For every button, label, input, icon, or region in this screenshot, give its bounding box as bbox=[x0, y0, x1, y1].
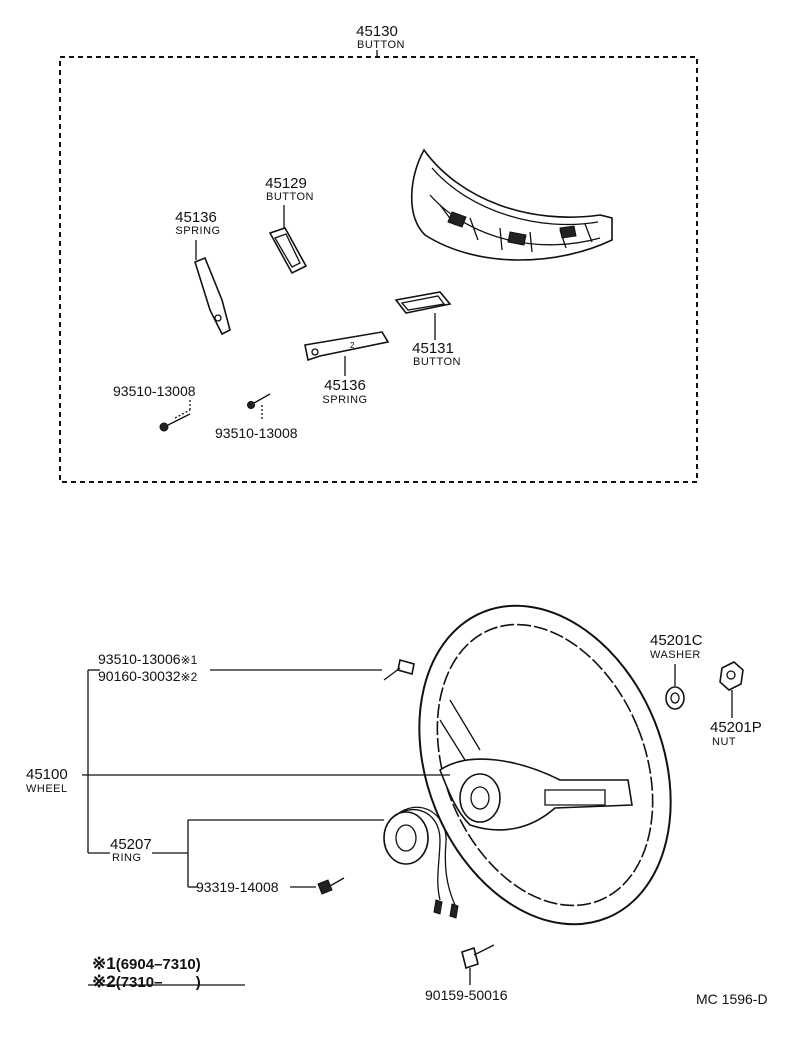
screw-ring-number: 93319-14008 bbox=[196, 879, 279, 895]
ring-number: 45207 bbox=[110, 836, 152, 853]
leader-lines bbox=[82, 669, 450, 986]
washer-name: WASHER bbox=[650, 649, 701, 661]
note-1: ※1(6904–7310) bbox=[92, 954, 201, 973]
nut-name: NUT bbox=[712, 736, 737, 748]
ring-name: RING bbox=[112, 852, 142, 864]
spring-bottom-number: 45136 bbox=[324, 377, 366, 394]
nut-number: 45201P bbox=[710, 719, 762, 736]
bolt-2-number: 90160-30032※2 bbox=[98, 668, 198, 684]
horn-pad-drawing bbox=[410, 148, 613, 261]
wheel-name: WHEEL bbox=[26, 783, 68, 795]
assembly-box bbox=[59, 56, 698, 483]
steering-wheel-drawing bbox=[418, 604, 672, 926]
diagram-code: MC 1596-D bbox=[696, 991, 768, 1007]
nut-drawing bbox=[719, 661, 744, 718]
screw-1-drawing bbox=[383, 658, 415, 681]
screw-ring-drawing bbox=[317, 877, 345, 895]
button-45131-drawing bbox=[394, 291, 452, 340]
spring-left-number: 45136 bbox=[175, 209, 217, 226]
bolt-bottom-number: 90159-50016 bbox=[425, 987, 508, 1003]
button-45131-name: BUTTON bbox=[412, 356, 462, 368]
assembly-name: BUTTON bbox=[356, 39, 406, 51]
spring-left-drawing bbox=[194, 240, 231, 336]
washer-number: 45201C bbox=[650, 632, 703, 649]
spring-bottom-name: SPRING bbox=[322, 394, 368, 406]
assembly-number: 45130 bbox=[356, 23, 398, 40]
spring-bottom-drawing: 2 bbox=[304, 331, 390, 376]
button-45129-drawing bbox=[268, 205, 308, 275]
button-45131-number: 45131 bbox=[412, 340, 454, 357]
screw-right-drawing bbox=[247, 393, 271, 420]
ring-drawing bbox=[383, 806, 459, 919]
wheel-number: 45100 bbox=[26, 766, 68, 783]
screw-left-number: 93510-13008 bbox=[113, 383, 196, 399]
screw-left-drawing bbox=[159, 400, 191, 432]
button-45129-name: BUTTON bbox=[265, 191, 315, 203]
svg-text:2: 2 bbox=[350, 341, 355, 350]
screw-1-number: 93510-13006※1 bbox=[98, 651, 198, 667]
note-2: ※2(7310– ) bbox=[92, 972, 201, 991]
washer-drawing bbox=[665, 664, 685, 710]
spring-left-name: SPRING bbox=[175, 225, 221, 237]
button-45129-number: 45129 bbox=[265, 175, 307, 192]
bolt-bottom-drawing bbox=[461, 944, 495, 985]
screw-right-number: 93510-13008 bbox=[215, 425, 298, 441]
